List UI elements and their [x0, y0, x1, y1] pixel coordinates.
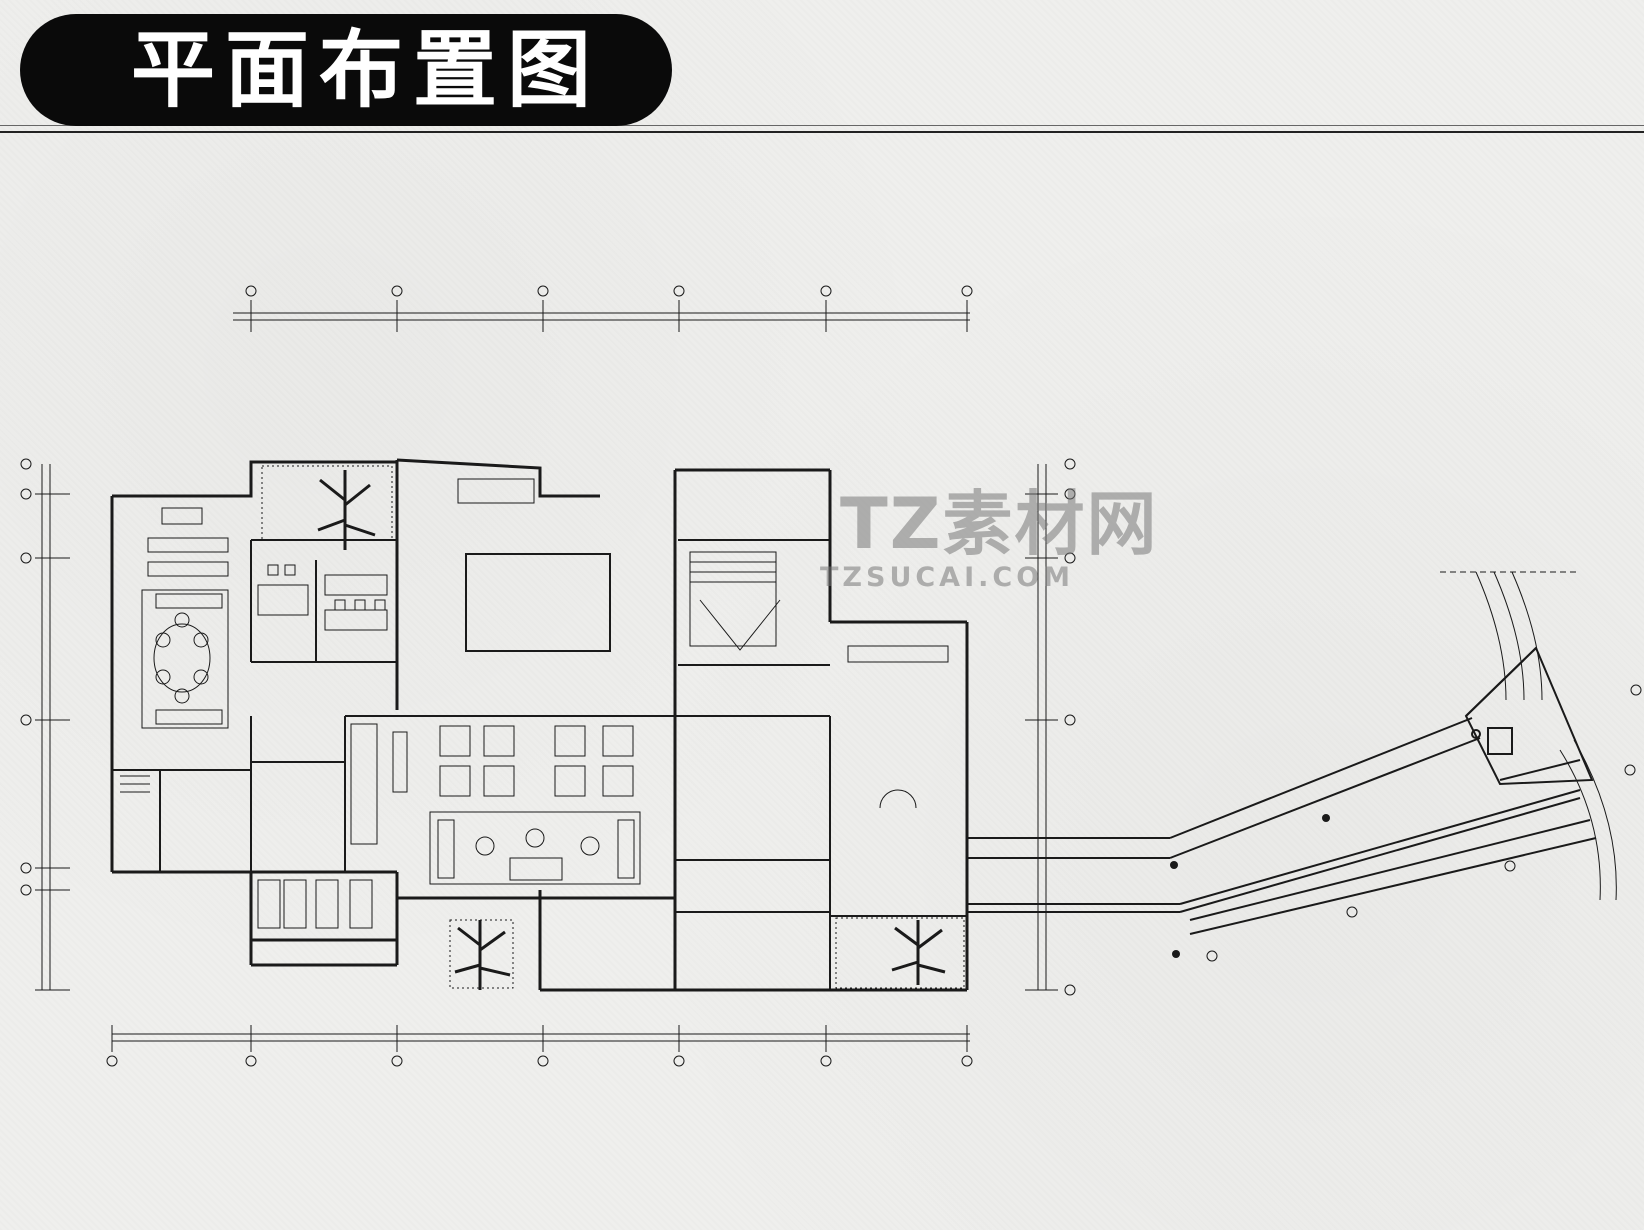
arc-steps — [1440, 571, 1617, 901]
right-dimension-line — [1025, 458, 1076, 996]
dining-tables — [439, 725, 634, 797]
left-dimension-line — [20, 458, 70, 991]
bottom-dimension-line — [106, 1025, 973, 1067]
central-void — [465, 553, 611, 652]
lounge-furniture — [141, 507, 229, 729]
tree-symbols — [317, 470, 946, 990]
exterior-walls — [110, 458, 969, 992]
header-rule-thin — [0, 125, 1644, 126]
entry-pavilion — [1464, 646, 1594, 786]
toilet-stalls — [257, 879, 373, 929]
top-dimension-line — [233, 285, 973, 332]
column-markers — [1170, 814, 1330, 958]
storage-room — [847, 645, 949, 809]
entrance-bridge — [967, 647, 1597, 935]
interior-walls — [112, 539, 967, 990]
lounge-seating — [350, 723, 641, 885]
page-title: 平面布置图 — [130, 21, 601, 119]
office-furniture — [257, 564, 388, 631]
watermark-url: TZSUCAI.COM — [820, 562, 1075, 593]
header-rule — [0, 131, 1644, 133]
reception-desk — [457, 478, 535, 504]
watermark-brand: TZ素材网 — [840, 483, 1159, 565]
staircase — [120, 551, 781, 793]
title-banner: 平面布置图 — [20, 14, 672, 126]
bridge-grid-bubbles — [1206, 684, 1642, 962]
